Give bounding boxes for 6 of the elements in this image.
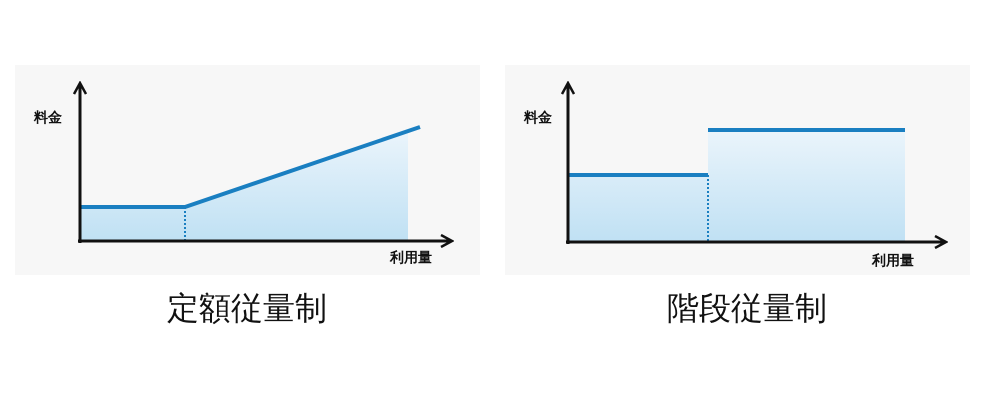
axis-label: 料金: [524, 111, 552, 125]
axis-label: 利用量: [872, 254, 914, 268]
chart-caption: 階段従量制: [667, 292, 827, 324]
axis-label: 料金: [34, 111, 62, 125]
chart-caption: 定額従量制: [167, 292, 327, 324]
axis-label: 利用量: [390, 251, 432, 265]
